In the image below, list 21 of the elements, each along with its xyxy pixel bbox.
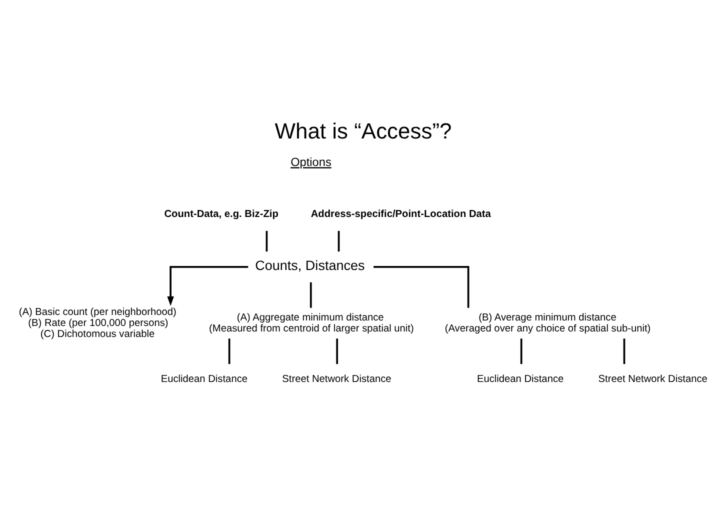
connector <box>266 230 268 252</box>
node-text: Counts, Distances <box>255 258 365 274</box>
node-text: (A) Aggregate minimum distance (Measured from centroid of larger spatial unit) <box>209 312 414 334</box>
connector <box>623 338 626 364</box>
node-text: Euclidean Distance <box>476 374 564 386</box>
node-text: (A) Basic count (per neighborhood) (B) Rate (per 100,000 persons) (C) Dichotomous variable <box>18 306 176 340</box>
connector <box>310 282 312 308</box>
node-text: Euclidean Distance <box>160 374 248 386</box>
connector <box>520 338 522 364</box>
node-text: Address-specific/Point-Location Data <box>310 209 491 220</box>
node-text: (B) Average minimum distance (Averaged over any choice of spatial sub-unit) <box>444 312 651 334</box>
node-text: Street Network Distance <box>282 374 392 386</box>
node-text: Street Network Distance <box>598 374 708 386</box>
connector <box>338 230 340 252</box>
connector <box>336 338 338 364</box>
node-text: Count-Data, e.g. Biz-Zip <box>164 209 278 220</box>
connector <box>374 266 470 308</box>
connector <box>228 338 230 364</box>
diagram-title: What is “Access”? <box>274 118 452 144</box>
label: Options <box>290 155 332 170</box>
arrow <box>167 266 248 306</box>
